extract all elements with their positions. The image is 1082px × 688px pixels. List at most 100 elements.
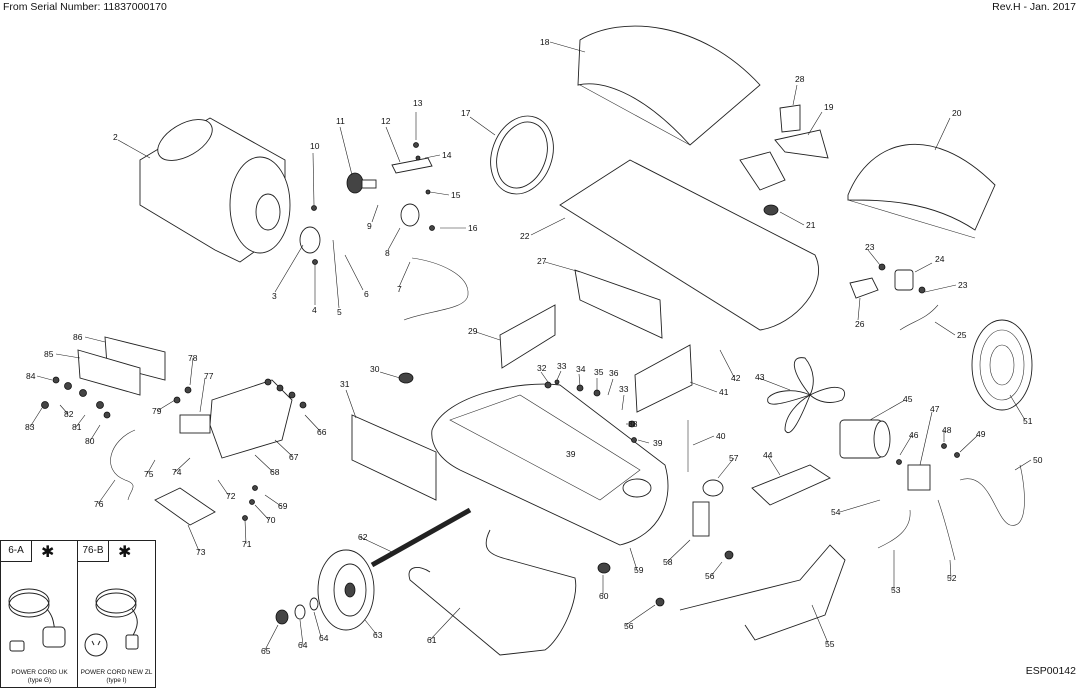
part-motor	[839, 419, 891, 459]
callout-51: 51	[1023, 416, 1033, 426]
part-control-plate	[351, 414, 437, 501]
callout-7: 7	[397, 284, 402, 294]
part-fan-guard	[971, 319, 1033, 411]
part-rear-bracket	[634, 344, 693, 413]
part-knob	[398, 372, 414, 384]
callout-3: 3	[272, 291, 277, 301]
part-upper-shell-front	[577, 25, 761, 146]
callout-85: 85	[44, 349, 54, 359]
callout-29: 29	[468, 326, 478, 336]
callout-38: 38	[628, 419, 638, 429]
callout-43: 43	[755, 372, 765, 382]
inset-label: 76-B	[78, 541, 109, 562]
serial-number-label: From Serial Number: 11837000170	[3, 1, 167, 13]
callout-84: 84	[26, 371, 36, 381]
part-fan-ring	[490, 115, 554, 195]
part-motor-base	[751, 464, 831, 506]
part-electrode-bracket	[391, 157, 433, 174]
callout-56: 56	[624, 621, 634, 631]
part-tube-52	[937, 499, 956, 561]
part-sensor-bracket	[849, 277, 879, 299]
callout-58: 58	[663, 557, 673, 567]
part-washer-64b	[309, 597, 319, 611]
callout-77: 77	[204, 371, 214, 381]
part-lower-shell	[559, 159, 820, 331]
part-photocell	[894, 269, 914, 291]
part-fuel-tank	[431, 383, 669, 546]
part-ignition-wire	[403, 257, 469, 321]
part-control-board	[77, 349, 141, 396]
callout-22: 22	[520, 231, 530, 241]
callout-39: 39	[653, 438, 663, 448]
callout-52: 52	[947, 573, 957, 583]
callout-4: 4	[312, 305, 317, 315]
inset-caption: POWER CORD UK(type G)	[11, 669, 68, 684]
callout-63: 63	[373, 630, 383, 640]
callout-34: 34	[576, 364, 586, 374]
callout-18: 18	[540, 37, 550, 47]
part-deflector	[739, 151, 786, 191]
callout-80: 80	[85, 436, 95, 446]
part-tube-53	[877, 509, 911, 549]
callout-48: 48	[942, 425, 952, 435]
drawing-code: ESP00142	[1025, 665, 1076, 677]
inset-power-cord-nz: 76-B ✱ POWER CORD NEW ZL(type I)	[77, 540, 156, 688]
part-nozzle-holder	[400, 203, 420, 227]
callout-32: 32	[537, 363, 547, 373]
part-front-bracket	[499, 304, 556, 369]
callout-67: 67	[289, 452, 299, 462]
part-support-bracket	[774, 129, 829, 159]
callout-72: 72	[226, 491, 236, 501]
callout-64: 64	[319, 633, 329, 643]
part-washer-64	[294, 604, 306, 620]
part-drain-plug	[597, 562, 611, 574]
callout-82: 82	[64, 409, 74, 419]
callout-49: 49	[976, 429, 986, 439]
inset-power-cord-uk: 6-A ✱ POWER CORD UK(type G)	[0, 540, 79, 688]
callout-40: 40	[716, 431, 726, 441]
callout-56: 56	[705, 571, 715, 581]
callout-55: 55	[825, 639, 835, 649]
callout-12: 12	[381, 116, 391, 126]
callout-70: 70	[266, 515, 276, 525]
callout-54: 54	[831, 507, 841, 517]
callout-10: 10	[310, 141, 320, 151]
callout-6: 6	[364, 289, 369, 299]
callout-39: 39	[566, 449, 576, 459]
callout-14: 14	[442, 150, 452, 160]
callout-86: 86	[73, 332, 83, 342]
callout-5: 5	[337, 307, 342, 317]
callout-68: 68	[270, 467, 280, 477]
power-cord-uk-icon	[8, 588, 66, 652]
part-fuel-line	[899, 304, 939, 331]
part-label-plate	[779, 104, 801, 133]
part-power-cord	[110, 429, 136, 501]
part-shapes	[77, 25, 1033, 656]
part-filter	[692, 501, 710, 537]
revision-label: Rev.H - Jan. 2017	[992, 1, 1076, 13]
callout-61: 61	[427, 635, 437, 645]
callout-11: 11	[336, 116, 345, 126]
part-clamp-ring	[299, 226, 321, 254]
callout-57: 57	[729, 453, 739, 463]
fasteners	[41, 142, 960, 607]
asterisk-icon: ✱	[41, 544, 55, 561]
part-wheel	[317, 549, 375, 631]
part-fuel-hose	[959, 464, 1025, 526]
callout-21: 21	[806, 220, 816, 230]
callout-76: 76	[94, 499, 104, 509]
part-side-panel	[574, 269, 663, 339]
callout-16: 16	[468, 223, 478, 233]
part-combustion-chamber	[139, 117, 291, 263]
callout-50: 50	[1033, 455, 1043, 465]
callout-73: 73	[196, 547, 206, 557]
part-pump	[907, 464, 931, 491]
callout-33: 33	[619, 384, 629, 394]
callout-78: 78	[188, 353, 198, 363]
callout-17: 17	[461, 108, 471, 118]
callout-19: 19	[824, 102, 834, 112]
callout-36: 36	[609, 368, 619, 378]
callout-23: 23	[865, 242, 875, 252]
callout-53: 53	[891, 585, 901, 595]
callout-60: 60	[599, 591, 609, 601]
